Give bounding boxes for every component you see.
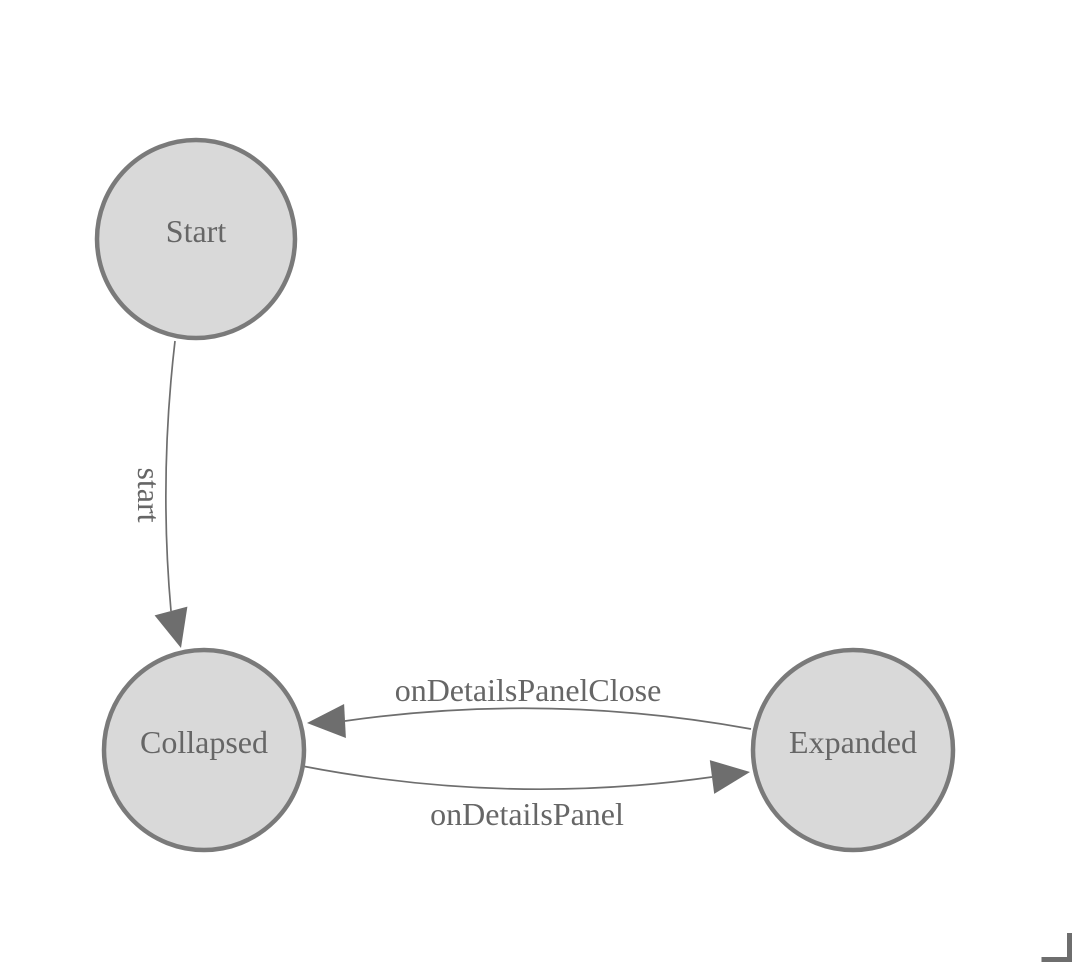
state-label: Expanded — [789, 724, 917, 760]
edge-path-collapsed-to-expanded — [301, 765, 713, 791]
edge-start-to-collapsed: start — [131, 340, 188, 648]
viewport-corner-mark — [1041, 933, 1072, 962]
state-node-start[interactable]: Start — [94, 137, 298, 341]
edge-label-start: start — [131, 467, 167, 522]
edge-label-ondetailspanel: onDetailsPanel — [430, 796, 624, 832]
edge-path-expanded-to-collapsed — [344, 707, 752, 730]
state-label: Collapsed — [140, 724, 268, 760]
arrowhead-icon — [154, 606, 188, 648]
edge-expanded-to-collapsed: onDetailsPanelClose — [307, 672, 752, 738]
corner-mark-vertical — [1067, 933, 1072, 962]
state-node-expanded[interactable]: Expanded — [750, 647, 956, 853]
state-circle[interactable] — [750, 647, 956, 853]
arrowhead-icon — [709, 760, 750, 794]
edge-path-start-to-collapsed — [165, 340, 176, 612]
state-label: Start — [166, 213, 227, 249]
arrowhead-icon — [307, 704, 346, 738]
state-node-collapsed[interactable]: Collapsed — [101, 647, 307, 853]
edge-label-ondetailspanelclose: onDetailsPanelClose — [395, 672, 662, 708]
edge-collapsed-to-expanded: onDetailsPanel — [301, 760, 750, 832]
corner-mark-horizontal — [1041, 957, 1072, 962]
state-circle[interactable] — [101, 647, 307, 853]
state-circle[interactable] — [94, 137, 298, 341]
